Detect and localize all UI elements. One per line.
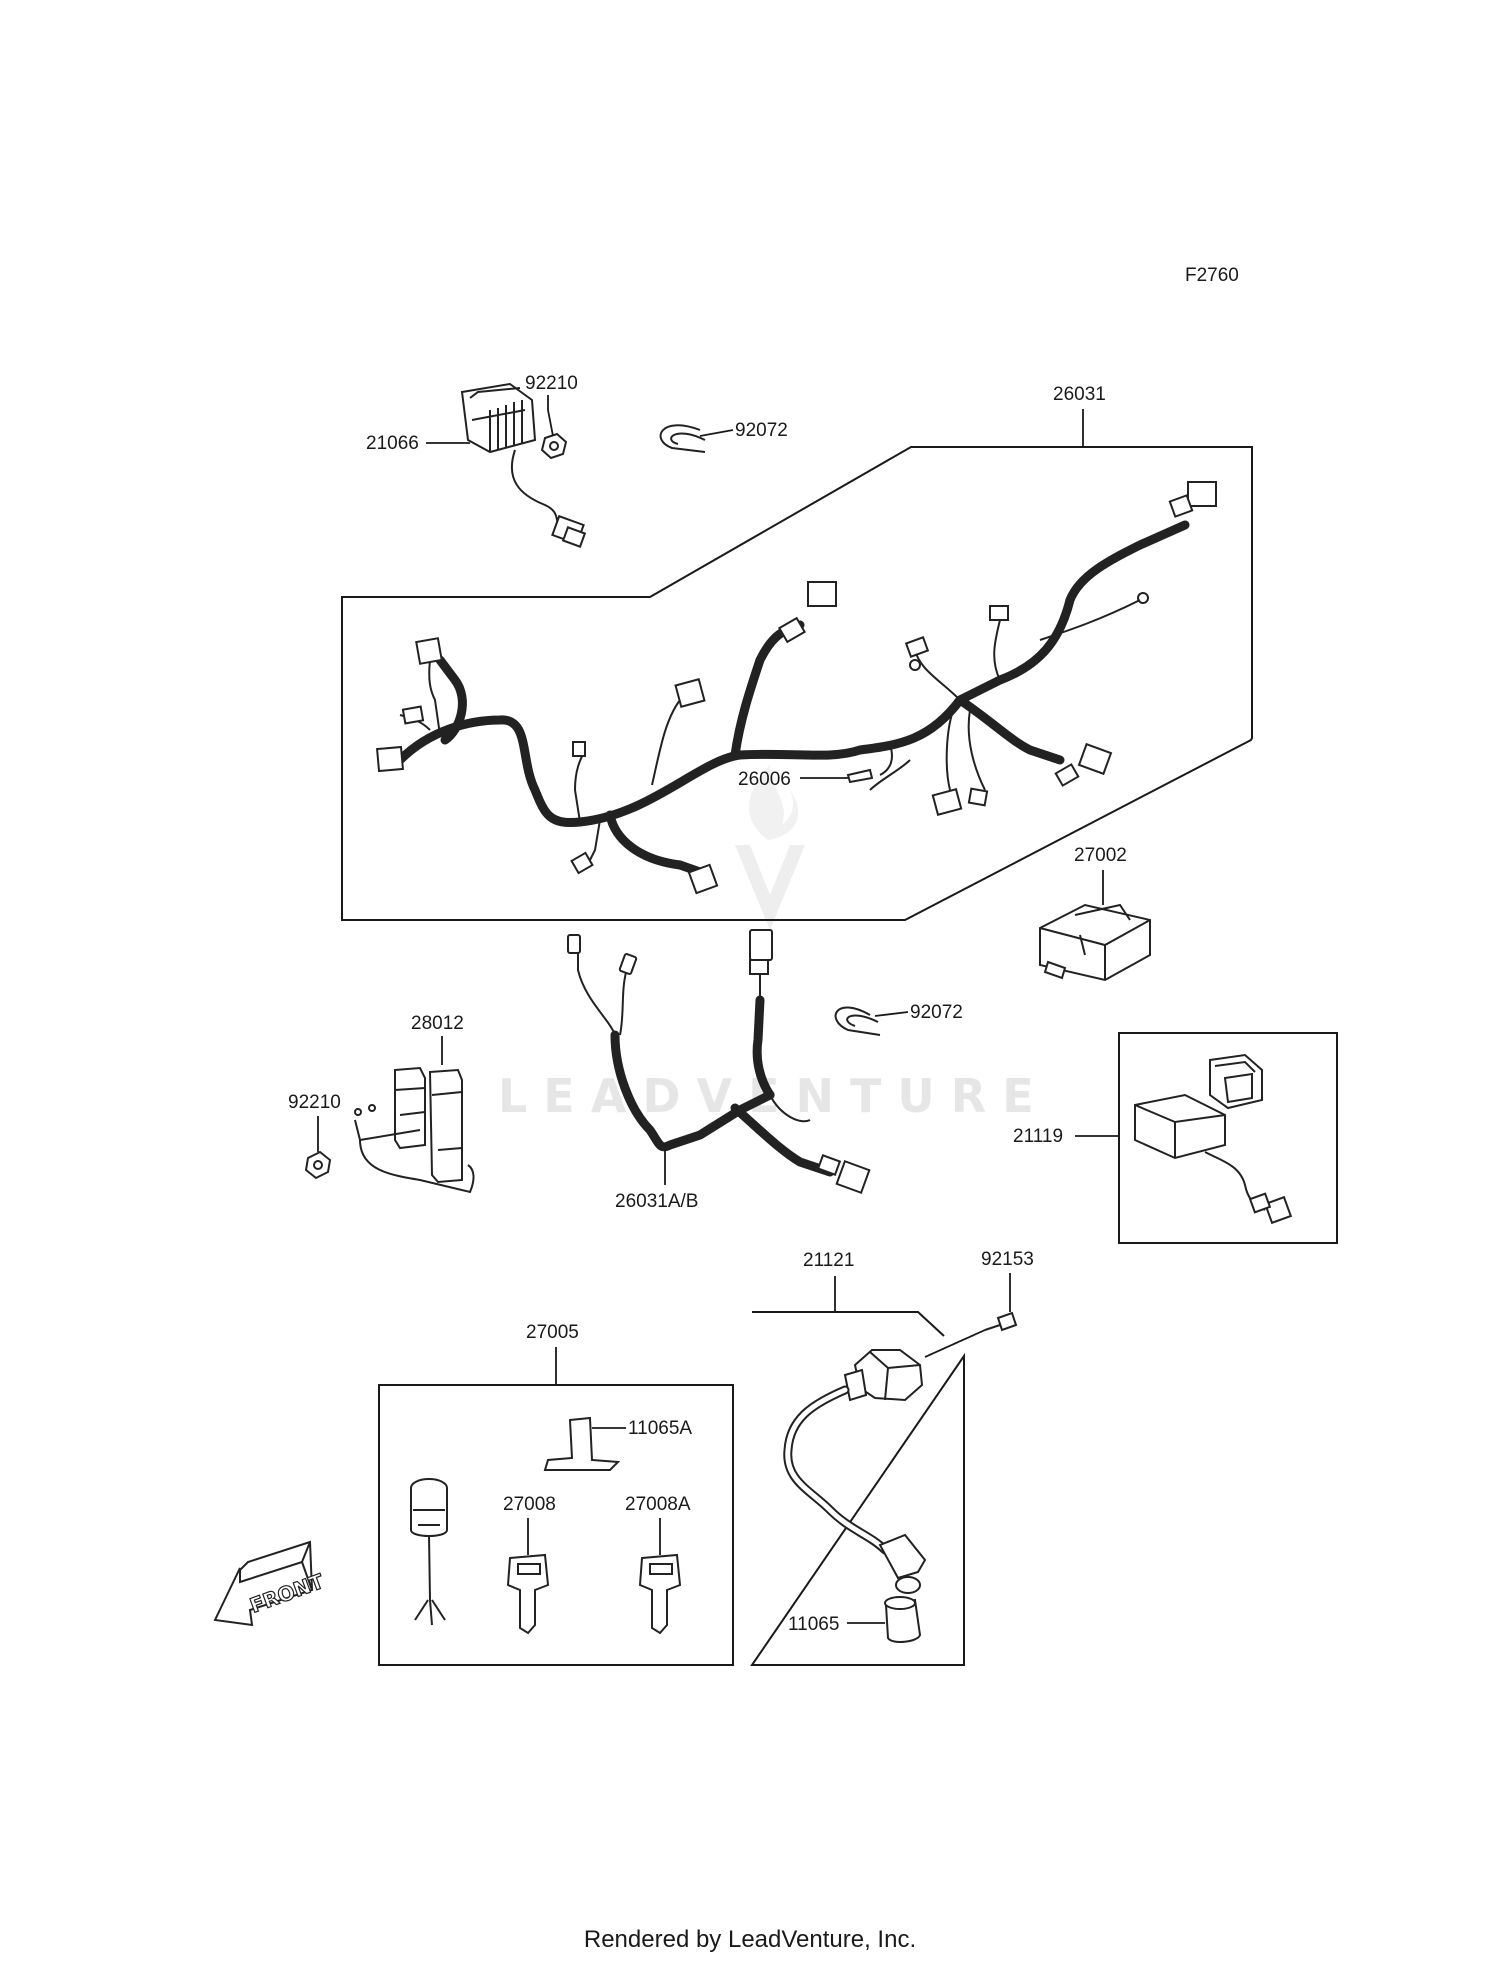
- nut-92210-top[interactable]: [540, 432, 568, 460]
- label-92153[interactable]: 92153: [981, 1249, 1034, 1270]
- front-direction-arrow: FRONT: [213, 1540, 328, 1627]
- label-11065[interactable]: 11065: [788, 1614, 839, 1635]
- label-92072-mid[interactable]: 92072: [910, 1002, 963, 1023]
- box-21121: [750, 1311, 965, 1666]
- label-92210-mid[interactable]: 92210: [288, 1092, 341, 1113]
- label-26031[interactable]: 26031: [1053, 384, 1106, 405]
- main-wiring-harness-26031[interactable]: [376, 481, 1217, 895]
- label-92072-top[interactable]: 92072: [735, 420, 788, 441]
- box-26031: [341, 446, 1253, 921]
- box-21119: [1118, 1032, 1338, 1244]
- label-21066[interactable]: 21066: [366, 433, 419, 454]
- ignition-switch[interactable]: [410, 1478, 448, 1626]
- label-27008[interactable]: 27008: [503, 1494, 556, 1515]
- clamp-92072-mid[interactable]: [834, 1006, 881, 1036]
- component-28012[interactable]: [354, 1066, 475, 1194]
- label-27005[interactable]: 27005: [526, 1322, 579, 1343]
- diagram-code: F2760: [1185, 265, 1239, 286]
- label-92210-top[interactable]: 92210: [525, 373, 578, 394]
- label-28012[interactable]: 28012: [411, 1013, 464, 1034]
- ignition-coil-21121[interactable]: [783, 1349, 927, 1594]
- nut-92210-mid[interactable]: [304, 1150, 332, 1180]
- label-26006[interactable]: 26006: [738, 769, 791, 790]
- bolt-92153[interactable]: [984, 1311, 1018, 1332]
- component-21119[interactable]: [1134, 1053, 1293, 1225]
- label-21119[interactable]: 21119: [1013, 1126, 1063, 1147]
- label-21121[interactable]: 21121: [803, 1250, 854, 1271]
- key-27008a[interactable]: [638, 1553, 682, 1635]
- clamp-92072-top[interactable]: [659, 424, 706, 453]
- regulator-21066[interactable]: [460, 382, 587, 548]
- footer-credit: Rendered by LeadVenture, Inc.: [583, 1926, 917, 1953]
- watermark-logo: [735, 765, 805, 930]
- label-27008a[interactable]: 27008A: [625, 1494, 691, 1515]
- label-27002[interactable]: 27002: [1074, 845, 1127, 866]
- key-27008[interactable]: [506, 1553, 550, 1635]
- spark-plug-cap-11065[interactable]: [884, 1596, 922, 1643]
- sub-harness-26031ab[interactable]: [567, 929, 871, 1195]
- label-26031ab[interactable]: 26031A/B: [615, 1191, 698, 1212]
- key-cover-11065a[interactable]: [543, 1416, 621, 1471]
- label-11065a[interactable]: 11065A: [628, 1418, 692, 1439]
- relay-27002[interactable]: [1039, 903, 1151, 982]
